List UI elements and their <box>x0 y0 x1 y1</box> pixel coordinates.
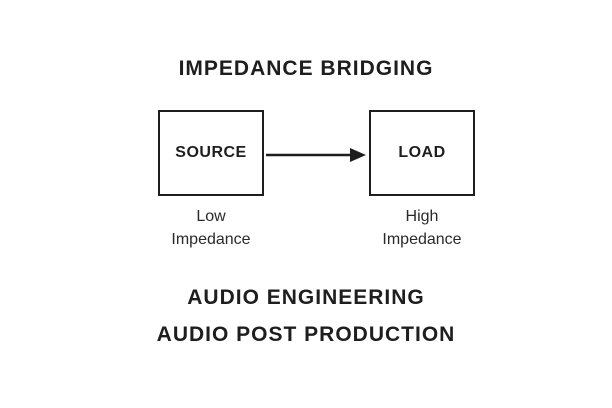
load-label: LOAD <box>398 144 446 161</box>
footer-line-audio-engineering: AUDIO ENGINEERING <box>187 286 425 309</box>
source-caption-line1: Low <box>196 208 226 225</box>
load-box: LOAD <box>369 110 475 196</box>
source-label: SOURCE <box>175 144 247 161</box>
source-caption-line2: Impedance <box>171 231 251 248</box>
load-caption-line2: Impedance <box>382 231 462 248</box>
load-caption-line1: High <box>405 208 439 225</box>
arrow-head <box>350 148 366 162</box>
load-caption: High Impedance <box>352 205 492 251</box>
source-caption: Low Impedance <box>141 205 281 251</box>
arrow-icon <box>266 148 366 162</box>
footer-line-audio-post-production: AUDIO POST PRODUCTION <box>156 323 456 346</box>
source-box: SOURCE <box>158 110 264 196</box>
diagram-title: IMPEDANCE BRIDGING <box>178 57 434 80</box>
